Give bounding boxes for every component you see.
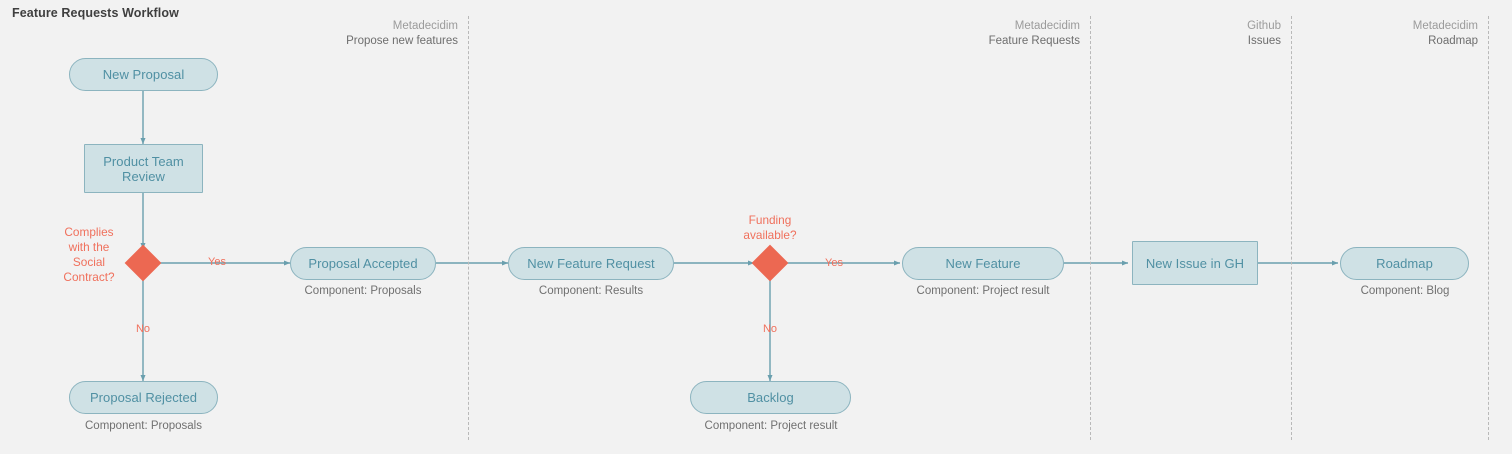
node-label: Backlog bbox=[747, 390, 794, 405]
lane-divider-feature-requests bbox=[1090, 16, 1091, 440]
lane-divider-github-issues bbox=[1291, 16, 1292, 440]
edge-label-social-contract-yes: Yes bbox=[208, 256, 226, 268]
node-label: Proposal Accepted bbox=[308, 256, 418, 271]
decision-label-social-contract: Complies with the Social Contract? bbox=[47, 225, 131, 285]
node-backlog[interactable]: Backlog bbox=[690, 381, 851, 414]
node-new-feature[interactable]: New Feature bbox=[902, 247, 1064, 280]
caption-new-feature-request: Component: Results bbox=[538, 285, 644, 297]
lane-header-line2: Feature Requests bbox=[988, 35, 1080, 47]
lane-header-feature-requests: Metadecidim Feature Requests bbox=[989, 19, 1080, 49]
node-label: Proposal Rejected bbox=[89, 390, 198, 405]
edge-label-funding-yes: Yes bbox=[825, 257, 843, 269]
node-proposal-accepted[interactable]: Proposal Accepted bbox=[290, 247, 436, 280]
node-new-issue-in-gh[interactable]: New Issue in GH bbox=[1132, 241, 1258, 285]
lane-header-line1: Metadecidim bbox=[392, 20, 458, 32]
node-new-proposal[interactable]: New Proposal bbox=[69, 58, 218, 91]
node-label: New Issue in GH bbox=[1145, 255, 1245, 271]
decision-label-funding: Funding available? bbox=[713, 213, 827, 243]
decision-label-line1: Complies bbox=[64, 225, 114, 239]
decision-label-line2: with the bbox=[68, 240, 110, 254]
node-product-team-review[interactable]: Product Team Review bbox=[84, 144, 203, 193]
decision-label-line2: available? bbox=[743, 228, 797, 242]
edge-label-funding-no: No bbox=[762, 323, 778, 335]
lane-header-line2: Propose new features bbox=[346, 35, 458, 47]
lane-header-line2: Roadmap bbox=[1428, 35, 1478, 47]
node-proposal-rejected[interactable]: Proposal Rejected bbox=[69, 381, 218, 414]
caption-new-feature: Component: Project result bbox=[916, 285, 1050, 297]
node-new-feature-request[interactable]: New Feature Request bbox=[508, 247, 674, 280]
page-title: Feature Requests Workflow bbox=[12, 6, 179, 20]
lane-header-roadmap: Metadecidim Roadmap bbox=[1413, 19, 1478, 49]
lane-divider-propose bbox=[468, 16, 469, 440]
lane-divider-roadmap bbox=[1488, 16, 1489, 440]
node-label: New Feature Request bbox=[527, 256, 655, 271]
decision-label-line3: Social bbox=[72, 255, 106, 269]
decision-label-line4: Contract? bbox=[63, 270, 115, 284]
lane-header-github-issues: Github Issues bbox=[1247, 19, 1281, 49]
node-label: New Feature bbox=[945, 256, 1021, 271]
node-label: Product Team Review bbox=[103, 153, 184, 184]
edge-label-social-contract-no: No bbox=[135, 323, 151, 335]
caption-proposal-rejected: Component: Proposals bbox=[85, 420, 202, 432]
caption-backlog: Component: Project result bbox=[704, 420, 838, 432]
caption-roadmap: Component: Blog bbox=[1360, 285, 1450, 297]
node-roadmap[interactable]: Roadmap bbox=[1340, 247, 1469, 280]
lane-header-line1: Metadecidim bbox=[1412, 20, 1478, 32]
lane-header-propose-new-features: Metadecidim Propose new features bbox=[346, 19, 458, 49]
lane-header-line2: Issues bbox=[1247, 35, 1281, 47]
node-label: New Proposal bbox=[102, 67, 185, 82]
lane-header-line1: Metadecidim bbox=[1014, 20, 1080, 32]
caption-proposal-accepted: Component: Proposals bbox=[304, 285, 422, 297]
lane-header-line1: Github bbox=[1247, 20, 1281, 32]
decision-label-line1: Funding bbox=[748, 213, 792, 227]
node-label: Roadmap bbox=[1376, 256, 1433, 271]
